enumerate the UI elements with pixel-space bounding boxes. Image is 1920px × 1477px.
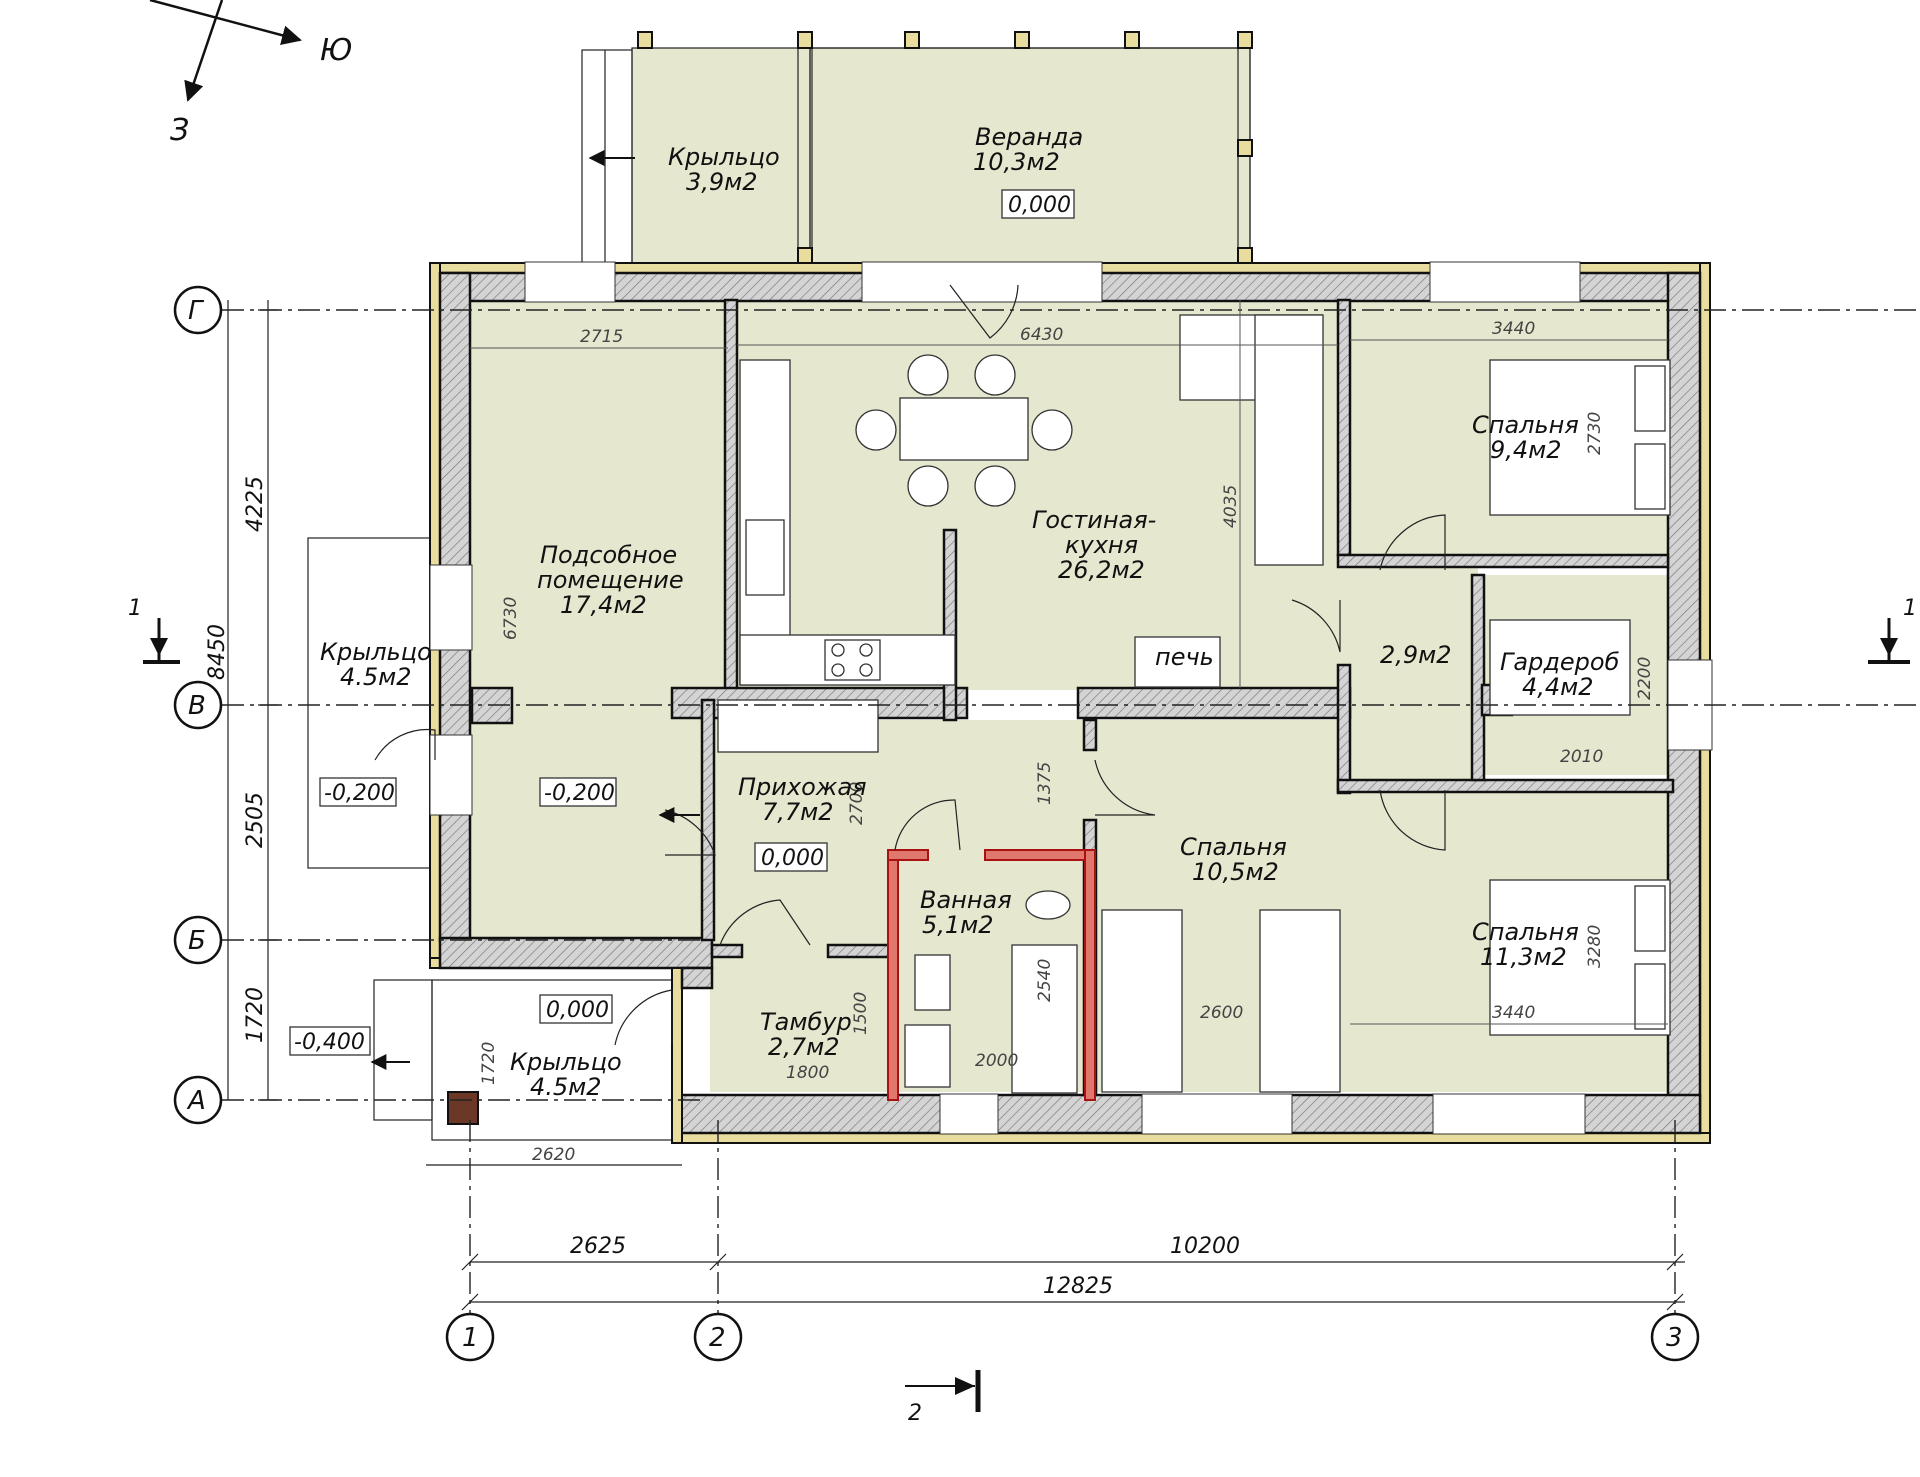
dim-left-2505: 2505	[243, 792, 268, 848]
stove-label: печь	[1155, 643, 1214, 671]
dim-hall-gap: 1375	[1035, 762, 1055, 805]
axis-row-b: Б	[188, 926, 206, 956]
veranda-posts	[637, 31, 1253, 265]
wardrobe-name: Гардероб	[1500, 648, 1620, 676]
porch-north-area: 3,9м2	[686, 168, 758, 196]
bed3-area: 11,3м2	[1480, 943, 1567, 971]
dim-living-h: 4035	[1221, 485, 1241, 528]
dining-table	[855, 354, 1073, 507]
dim-bed3-w: 3440	[1492, 1003, 1535, 1023]
dim-bed2-w: 2600	[1200, 1003, 1243, 1023]
dim-bath-h: 2540	[1035, 959, 1055, 1002]
section-2: 2	[908, 1401, 922, 1426]
living-area: 26,2м2	[1058, 556, 1145, 584]
doors	[370, 150, 1446, 1070]
closet-shelf	[1489, 619, 1631, 716]
compass-west-label: З	[170, 113, 189, 148]
bed2-name: Спальня	[1180, 833, 1287, 861]
porch-south-level2: -0,400	[294, 1030, 365, 1055]
axis-col-1: 1	[462, 1323, 479, 1353]
porch-south-area: 4.5м2	[530, 1073, 602, 1101]
dim-vest-w: 1800	[786, 1063, 829, 1083]
dim-bath-w: 2000	[975, 1051, 1018, 1071]
dim-left-4225: 4225	[243, 476, 268, 532]
compass-south-label: Ю	[320, 33, 352, 68]
utility-name2: помещение	[537, 566, 684, 594]
porch-south-outline	[373, 979, 683, 1141]
dim-living-w: 6430	[1020, 325, 1063, 345]
compass: Ю З	[149, 0, 352, 148]
windows	[429, 261, 1713, 1135]
bath-fixtures	[904, 890, 1078, 1094]
porch-south-name: Крыльцо	[510, 1048, 622, 1076]
section-marks: 1 1 2	[128, 596, 1917, 1426]
bed1-name: Спальня	[1472, 411, 1579, 439]
bed-bedroom1	[1489, 359, 1671, 516]
hall-name: Прихожая	[738, 773, 867, 801]
wardrobe-area: 4,4м2	[1522, 673, 1594, 701]
dim-hall-h: 2700	[847, 782, 867, 825]
utility-area: 17,4м2	[560, 591, 647, 619]
sofa	[1179, 314, 1324, 566]
utility-name: Подсобное	[540, 541, 677, 569]
porch-north-name: Крыльцо	[668, 143, 780, 171]
floor-fills	[468, 48, 1668, 1092]
dim-bed1-h: 2730	[1585, 412, 1605, 455]
vestibule-area: 2,7м2	[768, 1033, 840, 1061]
veranda-level: 0,000	[1008, 193, 1071, 218]
hall-level: 0,000	[761, 846, 824, 871]
porch-south-level: 0,000	[546, 998, 609, 1023]
left-dimensions: 4225 8450 2505 1720	[205, 300, 278, 1101]
dim-bed3-h: 3280	[1585, 925, 1605, 968]
dim-left-1720: 1720	[243, 987, 268, 1043]
dim-bottom-total: 12825	[1043, 1274, 1113, 1299]
dim-wardrobe-w: 2010	[1560, 747, 1603, 767]
axis-row-v: В	[188, 691, 206, 721]
veranda-area: 10,3м2	[973, 148, 1060, 176]
axis-row-g: Г	[188, 296, 205, 326]
bed2-area: 10,5м2	[1192, 858, 1279, 886]
axis-markers: Г В Б А 1 2 3	[173, 285, 1700, 1362]
axis-row-a: А	[186, 1086, 206, 1116]
living-name: Гостиная-	[1032, 506, 1156, 534]
vestibule-name: Тамбур	[760, 1008, 852, 1036]
bed1-area: 9,4м2	[1490, 436, 1562, 464]
dim-bottom-10200: 10200	[1170, 1234, 1240, 1259]
dim-vest-h: 1500	[851, 992, 871, 1035]
stove	[1134, 636, 1221, 688]
bathroom-walls	[887, 849, 1096, 1101]
axis-col-3: 3	[1666, 1323, 1683, 1353]
bath-name: Ванная	[920, 886, 1012, 914]
veranda-name: Веранда	[975, 123, 1083, 151]
axis-col-2: 2	[709, 1323, 726, 1353]
bath-area: 5,1м2	[922, 911, 994, 939]
inner-dimensions: 2715 6730 6430 4035 3440 2730 2010 2200 …	[470, 300, 1668, 1083]
dim-utility-h: 6730	[501, 597, 521, 640]
dim-bed1-w: 3440	[1492, 319, 1535, 339]
corridor-area: 2,9м2	[1380, 641, 1452, 669]
porch-west-level: -0,200	[324, 781, 395, 806]
room-labels: Крыльцо 3,9м2 Веранда 10,3м2 0,000 Подсо…	[289, 123, 1620, 1101]
dim-wardrobe-h: 2200	[1635, 657, 1655, 700]
beds-bedroom2	[1101, 909, 1341, 1093]
hall-area: 7,7м2	[762, 798, 834, 826]
bed-bedroom3	[1489, 879, 1671, 1036]
bottom-dimensions: 2625 10200 12825 2620 1720	[426, 1042, 1685, 1311]
dim-porch-depth: 1720	[479, 1042, 499, 1085]
porch-west-name: Крыльцо	[320, 638, 432, 666]
kitchen-counter	[717, 359, 956, 753]
axis-lines	[222, 309, 1920, 1330]
dim-porch-width: 2620	[532, 1145, 575, 1165]
bed3-name: Спальня	[1472, 918, 1579, 946]
dim-left-8450: 8450	[205, 624, 230, 680]
section-1-left: 1	[128, 596, 142, 621]
dim-utility-w: 2715	[580, 327, 623, 347]
living-name2: кухня	[1065, 531, 1138, 559]
porch-west-area: 4.5м2	[340, 663, 412, 691]
porch-west-outline	[307, 537, 431, 869]
section-1-right: 1	[1903, 596, 1917, 621]
utility-level: -0,200	[544, 781, 615, 806]
dim-bottom-2625: 2625	[570, 1234, 626, 1259]
